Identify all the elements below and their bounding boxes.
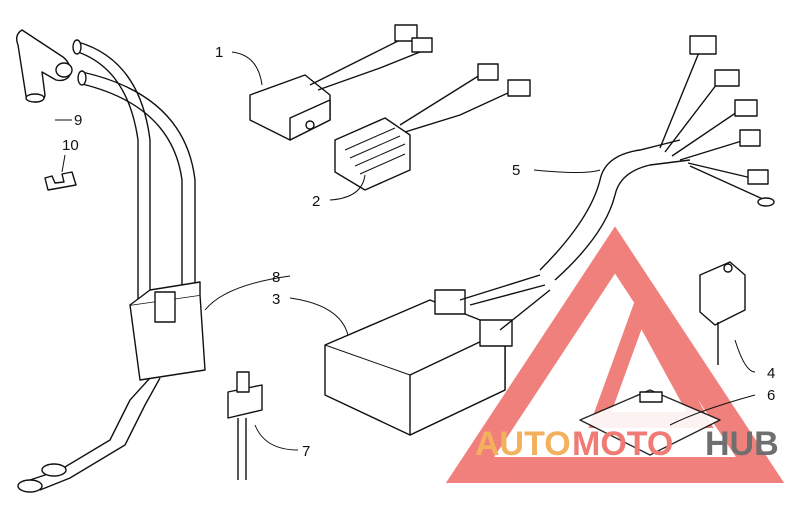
cdi-box: [324, 274, 551, 436]
callout-4: 4: [767, 365, 775, 382]
callout-3: 3: [272, 291, 280, 308]
ignition-module: [249, 24, 433, 141]
wire-clip: [44, 171, 77, 191]
spark-plug-cap: [15, 29, 73, 103]
voltage-regulator: [334, 63, 531, 191]
main-harness: [539, 35, 775, 281]
callout-10: 10: [62, 137, 79, 154]
adhesive-pad: [579, 389, 721, 456]
leader-lines: [55, 51, 756, 451]
sensor: [699, 261, 746, 365]
watermark-moto: MOTO: [572, 425, 673, 463]
callout-8: 8: [272, 269, 280, 286]
watermark-hub: HUB: [705, 425, 779, 463]
callout-5: 5: [512, 162, 520, 179]
watermark-text: AUTO MOTO HUB: [475, 425, 779, 463]
callout-2: 2: [312, 193, 320, 210]
temp-sender: [227, 371, 263, 480]
watermark-auto: AUTO: [475, 425, 571, 463]
ignition-coil: [17, 39, 206, 493]
callout-7: 7: [302, 443, 310, 460]
callout-1: 1: [215, 44, 223, 61]
callout-9: 9: [74, 112, 82, 129]
callout-6: 6: [767, 387, 775, 404]
